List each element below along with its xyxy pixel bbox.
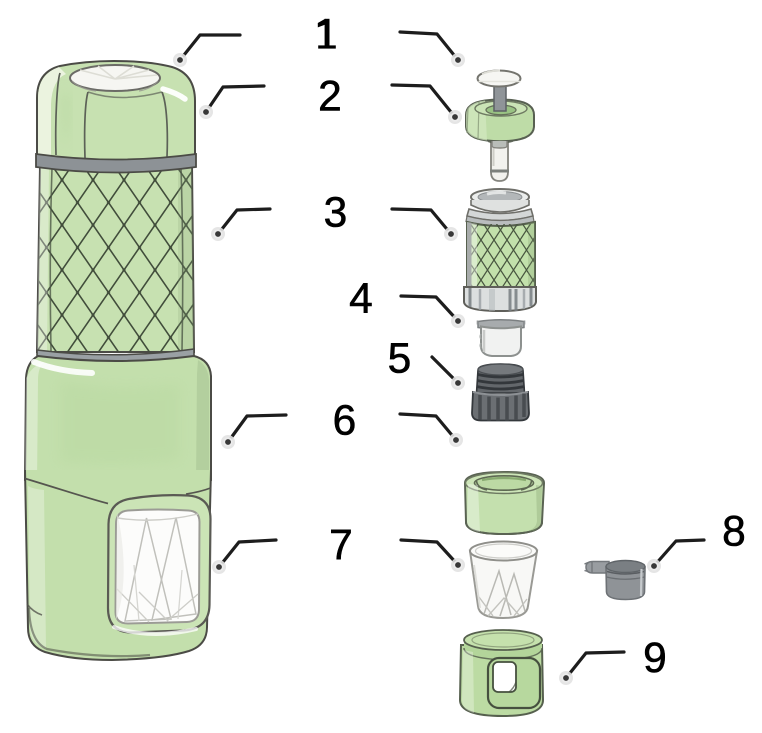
svg-text:9: 9 [643,635,667,682]
svg-text:7: 7 [329,522,353,569]
svg-text:6: 6 [333,398,357,445]
svg-text:3: 3 [324,190,348,237]
svg-text:8: 8 [722,509,746,556]
svg-text:4: 4 [349,276,373,323]
svg-text:2: 2 [318,74,342,121]
svg-text:5: 5 [388,336,412,383]
